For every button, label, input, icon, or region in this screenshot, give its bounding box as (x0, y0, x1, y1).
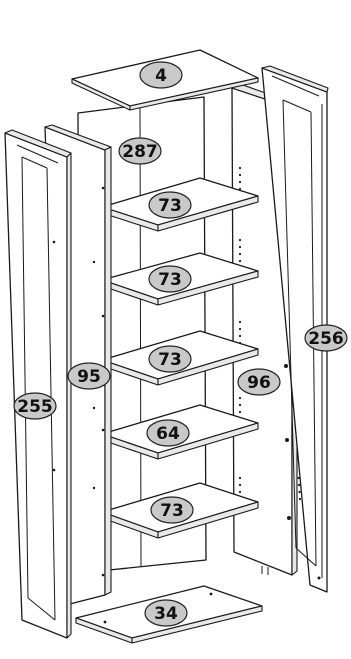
shelf-pin-hole (238, 187, 242, 191)
shelf-pin-hole (238, 173, 242, 177)
label-bottom-panel-text: 34 (154, 604, 178, 624)
label-shelf-4-text: 64 (156, 424, 180, 444)
shelf-pin-hole (238, 180, 242, 184)
label-top-panel-text: 4 (155, 66, 167, 86)
label-left-door-text: 255 (17, 397, 53, 417)
label-shelf-3-text: 73 (158, 350, 182, 370)
shelf-pin-hole (238, 320, 242, 324)
label-shelf-2-text: 73 (158, 270, 182, 290)
shelf-pin-hole (298, 483, 301, 487)
shelf-pin-hole (238, 396, 242, 400)
shelf-pin-hole (297, 476, 300, 480)
shelf-pin-hole (238, 410, 242, 414)
label-shelf-1: 73 (148, 191, 192, 219)
shelf-pin-hole (238, 166, 242, 170)
label-right-side-panel: 96 (237, 368, 281, 396)
shelf-pin-hole (238, 238, 242, 242)
label-back-panel-text: 287 (122, 142, 158, 162)
right-door (261, 65, 329, 593)
shelf-pin-hole (238, 476, 242, 480)
shelf-pin-hole (238, 483, 242, 487)
shelf-pin-hole (238, 403, 242, 407)
label-shelf-5-text: 73 (160, 501, 184, 521)
shelf-pin-hole (238, 327, 242, 331)
cam-hole (285, 438, 289, 442)
label-shelf-4: 64 (146, 419, 190, 447)
label-shelf-5: 73 (150, 496, 194, 524)
shelf-pin-hole (298, 490, 301, 494)
label-bottom-panel: 34 (144, 599, 188, 627)
shelf-pin-hole (238, 259, 242, 263)
left-door (4, 129, 72, 639)
shelf-pin-hole (238, 252, 242, 256)
label-right-door-text: 256 (308, 329, 344, 349)
cam-hole (287, 516, 291, 520)
label-top-panel: 4 (139, 61, 183, 89)
label-left-door: 255 (13, 392, 57, 420)
label-shelf-2: 73 (148, 265, 192, 293)
label-shelf-1-text: 73 (158, 196, 182, 216)
cam-hole (284, 364, 288, 368)
label-left-side-panel-text: 95 (77, 367, 101, 387)
shelf-pin-hole (238, 334, 242, 338)
label-back-panel: 287 (118, 137, 162, 165)
label-left-side-panel: 95 (67, 362, 111, 390)
shelf-pin-hole (238, 245, 242, 249)
shelf-pin-hole (298, 497, 301, 501)
label-right-side-panel-text: 96 (247, 373, 271, 393)
label-right-door: 256 (304, 324, 348, 352)
shelf-pin-hole (238, 490, 242, 494)
label-shelf-3: 73 (148, 345, 192, 373)
